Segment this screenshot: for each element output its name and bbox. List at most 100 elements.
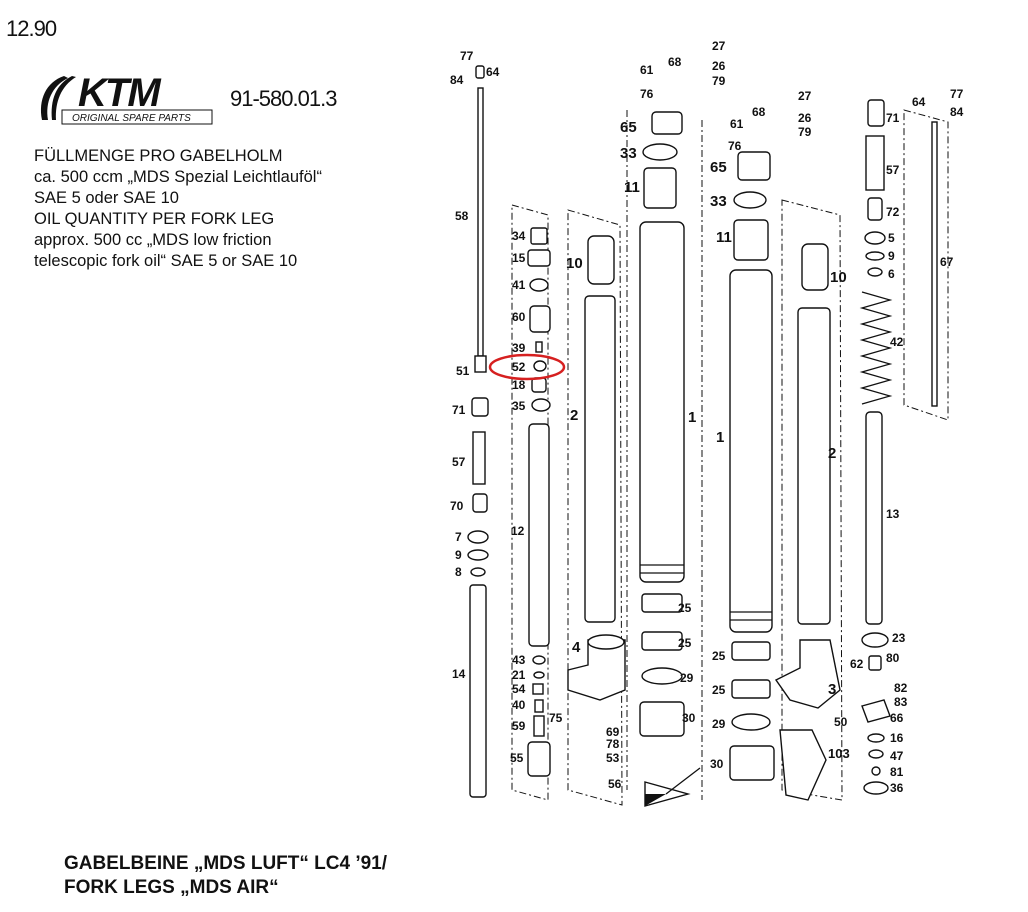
callout: 77: [460, 49, 474, 63]
callout: 54: [512, 682, 526, 696]
callout: 25: [712, 649, 726, 663]
callout: 65: [620, 119, 637, 136]
spring: [859, 291, 893, 405]
ktm-logo: KTM ORIGINAL SPARE PARTS: [40, 71, 213, 125]
callout: 30: [710, 757, 724, 771]
callout: 25: [678, 601, 692, 615]
callout: 39: [512, 341, 526, 355]
callout: 72: [886, 205, 900, 219]
callout: 76: [728, 139, 742, 153]
callout: 29: [680, 671, 694, 685]
callout: 30: [682, 711, 696, 725]
callout: 3: [828, 681, 836, 698]
highlight-ring: [488, 353, 566, 381]
callout: 47: [890, 749, 904, 763]
callout: 25: [678, 636, 692, 650]
callout: 59: [512, 719, 526, 733]
callout: 2: [828, 445, 836, 462]
callout: 50: [834, 715, 848, 729]
callout: 18: [512, 378, 526, 392]
callout: 71: [886, 111, 900, 125]
callout: 9: [455, 548, 462, 562]
caption-line-1: GABELBEINE „MDS LUFT“ LC4 ’91/: [64, 853, 388, 874]
callout: 53: [606, 751, 620, 765]
callout: 84: [950, 105, 964, 119]
callout: 64: [912, 95, 926, 109]
callout: 78: [606, 737, 620, 751]
callout: 84: [450, 73, 464, 87]
part-number: 91-580.01.3: [230, 86, 337, 111]
info-line: ca. 500 ccm „MDS Spezial Leichtlauföl“: [34, 168, 322, 186]
callout: 10: [566, 255, 583, 272]
callout: 14: [452, 667, 466, 681]
callout: 80: [886, 651, 900, 665]
callout: 27: [712, 39, 726, 53]
callout: 41: [512, 278, 526, 292]
callout: 55: [510, 751, 524, 765]
logo-speed-lines: [40, 76, 76, 120]
callout: 61: [640, 63, 654, 77]
callout: 82: [894, 681, 908, 695]
callout: 34: [512, 229, 526, 243]
callout: 43: [512, 653, 526, 667]
callout: 23: [892, 631, 906, 645]
callout: 29: [712, 717, 726, 731]
oil-quantity-info: FÜLLMENGE PRO GABELHOLM ca. 500 ccm „MDS…: [34, 146, 322, 272]
callout: 65: [710, 159, 727, 176]
callout: 103: [828, 746, 850, 761]
callout: 33: [620, 145, 637, 162]
revision-date: 12.90: [6, 16, 57, 41]
callout: 25: [712, 683, 726, 697]
callout: 27: [798, 89, 812, 103]
callout: 10: [830, 269, 847, 286]
info-line: FÜLLMENGE PRO GABELHOLM: [34, 147, 283, 165]
callout: 33: [710, 193, 727, 210]
callout: 2: [570, 407, 578, 424]
callout: 40: [512, 698, 526, 712]
callout: 57: [452, 455, 466, 469]
callout: 12: [511, 524, 525, 538]
callout: 4: [572, 639, 581, 656]
callout: 15: [512, 251, 526, 265]
callout: 71: [452, 403, 466, 417]
callout-highlighted: 52: [512, 360, 526, 374]
callout: 67: [940, 255, 954, 269]
callout: 70: [450, 499, 464, 513]
callout: 62: [850, 657, 864, 671]
callout-labels: 77 84 64 58 51 71 57 70 7 9 8 14 34 15 4…: [450, 39, 964, 795]
callout: 64: [486, 65, 500, 79]
callout: 13: [886, 507, 900, 521]
callout: 1: [688, 409, 696, 426]
callout: 56: [608, 777, 622, 791]
callout: 5: [888, 231, 895, 245]
callout: 11: [624, 179, 640, 196]
callout: 36: [890, 781, 904, 795]
logo-subtitle: ORIGINAL SPARE PARTS: [72, 113, 191, 124]
logo-text: KTM: [78, 71, 162, 115]
callout: 81: [890, 765, 904, 779]
callout: 60: [512, 310, 526, 324]
callout: 58: [455, 209, 469, 223]
callout: 68: [752, 105, 766, 119]
callout: 7: [455, 530, 462, 544]
callout: 79: [798, 125, 812, 139]
callout: 6: [888, 267, 895, 281]
callout: 42: [890, 335, 904, 349]
callout: 75: [549, 711, 563, 725]
callout: 26: [798, 111, 812, 125]
callout: 51: [456, 364, 470, 378]
callout: 77: [950, 87, 964, 101]
callout: 79: [712, 74, 726, 88]
callout: 66: [890, 711, 904, 725]
info-line: OIL QUANTITY PER FORK LEG: [34, 210, 275, 228]
callout: 16: [890, 731, 904, 745]
callout: 76: [640, 87, 654, 101]
callout: 61: [730, 117, 744, 131]
info-line: telescopic fork oil“ SAE 5 or SAE 10: [34, 252, 298, 270]
info-line: SAE 5 oder SAE 10: [34, 189, 179, 207]
callout: 11: [716, 229, 732, 246]
info-line: approx. 500 cc „MDS low friction: [34, 231, 272, 249]
callout: 69: [606, 725, 620, 739]
callout: 83: [894, 695, 908, 709]
